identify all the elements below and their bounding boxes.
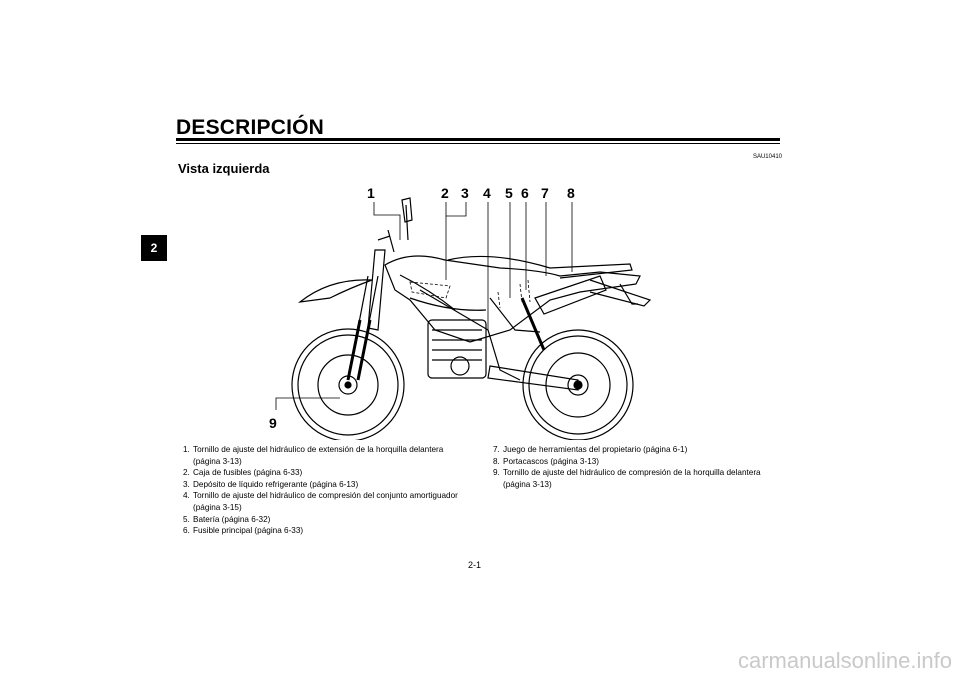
section-title: Vista izquierda	[178, 161, 270, 176]
watermark: carmanualsonline.info	[737, 648, 952, 673]
title-rule-thin	[176, 143, 780, 144]
section-code: SAU10410	[752, 154, 782, 160]
callout-3: 3	[461, 185, 469, 201]
callout-9: 9	[269, 415, 277, 431]
callout-2: 2	[441, 185, 449, 201]
front-wheel	[291, 328, 405, 440]
callout-8: 8	[567, 185, 575, 201]
legend-left: 1.Tornillo de ajuste del hidráulico de e…	[183, 444, 463, 537]
legend-right: 7.Juego de herramientas del propietario …	[493, 444, 783, 490]
page-number: 2-1	[468, 560, 482, 570]
callout-4: 4	[483, 185, 491, 201]
legend-item: 4.Tornillo de ajuste del hidráulico de c…	[183, 491, 458, 512]
callout-6: 6	[521, 185, 529, 201]
legend-item: 8.Portacascos (página 3-13)	[493, 456, 600, 466]
legend-item: 7.Juego de herramientas del propietario …	[493, 445, 688, 454]
legend-item: 3.Depósito de líquido refrigerante (pági…	[183, 479, 359, 489]
legend-item: 9.Tornillo de ajuste del hidráulico de c…	[493, 468, 761, 489]
legend-item: 1.Tornillo de ajuste del hidráulico de e…	[183, 445, 444, 466]
motorcycle-illustration: 1 2 3 4 5 6 7 8 9	[269, 185, 652, 440]
page-title: DESCRIPCIÓN	[176, 116, 325, 139]
legend-item: 5.Batería (página 6-32)	[183, 514, 271, 524]
title-rule-thick	[176, 138, 780, 141]
legend-item: 2.Caja de fusibles (página 6-33)	[183, 468, 303, 478]
callout-5: 5	[505, 185, 513, 201]
callout-1: 1	[367, 185, 375, 201]
chapter-tab[interactable]: 2	[141, 235, 167, 261]
callout-7: 7	[541, 185, 549, 201]
legend-item: 6.Fusible principal (página 6-33)	[183, 526, 304, 536]
